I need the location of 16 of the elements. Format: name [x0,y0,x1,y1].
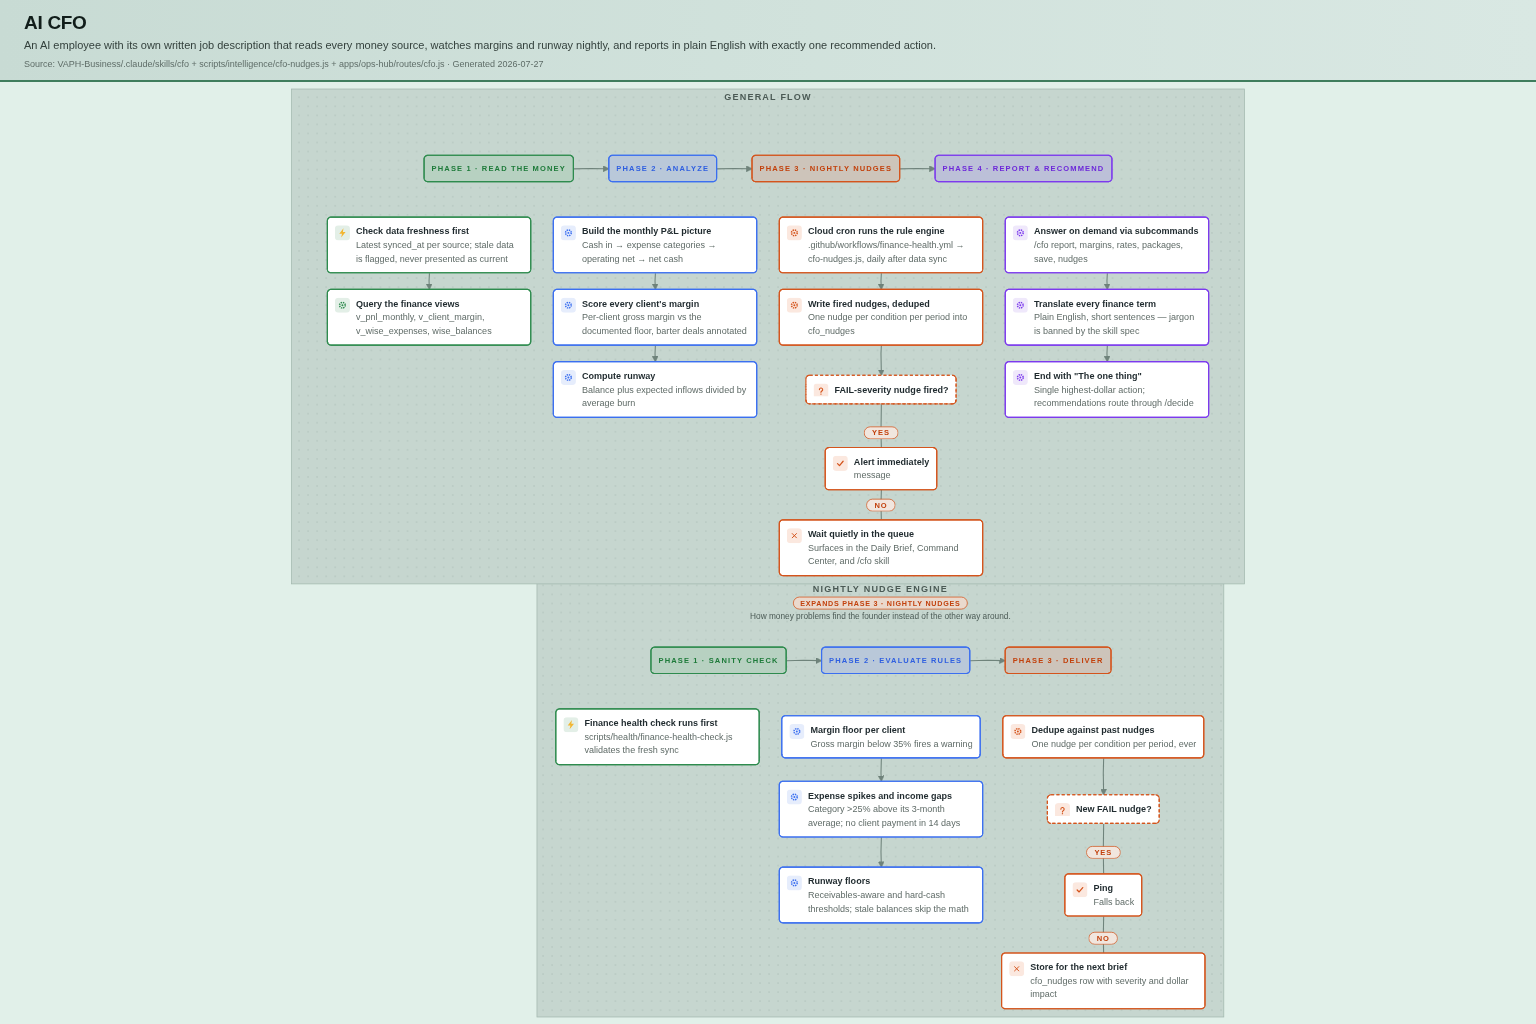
arrow [1103,344,1111,363]
arrow [877,344,885,376]
arrow [651,344,659,363]
diagram-title: AI CFO [24,12,87,34]
arrow [969,657,1006,664]
arrow [1103,272,1111,291]
arrow [877,836,885,868]
arrow [425,272,433,291]
arrow [1100,757,1107,796]
diagram-caption: An AI employee with its own written job description that reads every money source, watches margins and runway nightly, and reports in plain English with exactly one recommended action. [24,39,937,51]
source-note: Source: VAPH-Business/.claude/skills/cfo + scripts/intelligence/cfo-nudges.js + apps/ops-hub/routes/cfo.js · Generated 2026-07-27 [24,59,544,69]
arrow [877,272,885,291]
arrow [716,165,753,173]
arrow [877,757,885,782]
arrow [899,165,936,173]
arrow [651,272,659,291]
